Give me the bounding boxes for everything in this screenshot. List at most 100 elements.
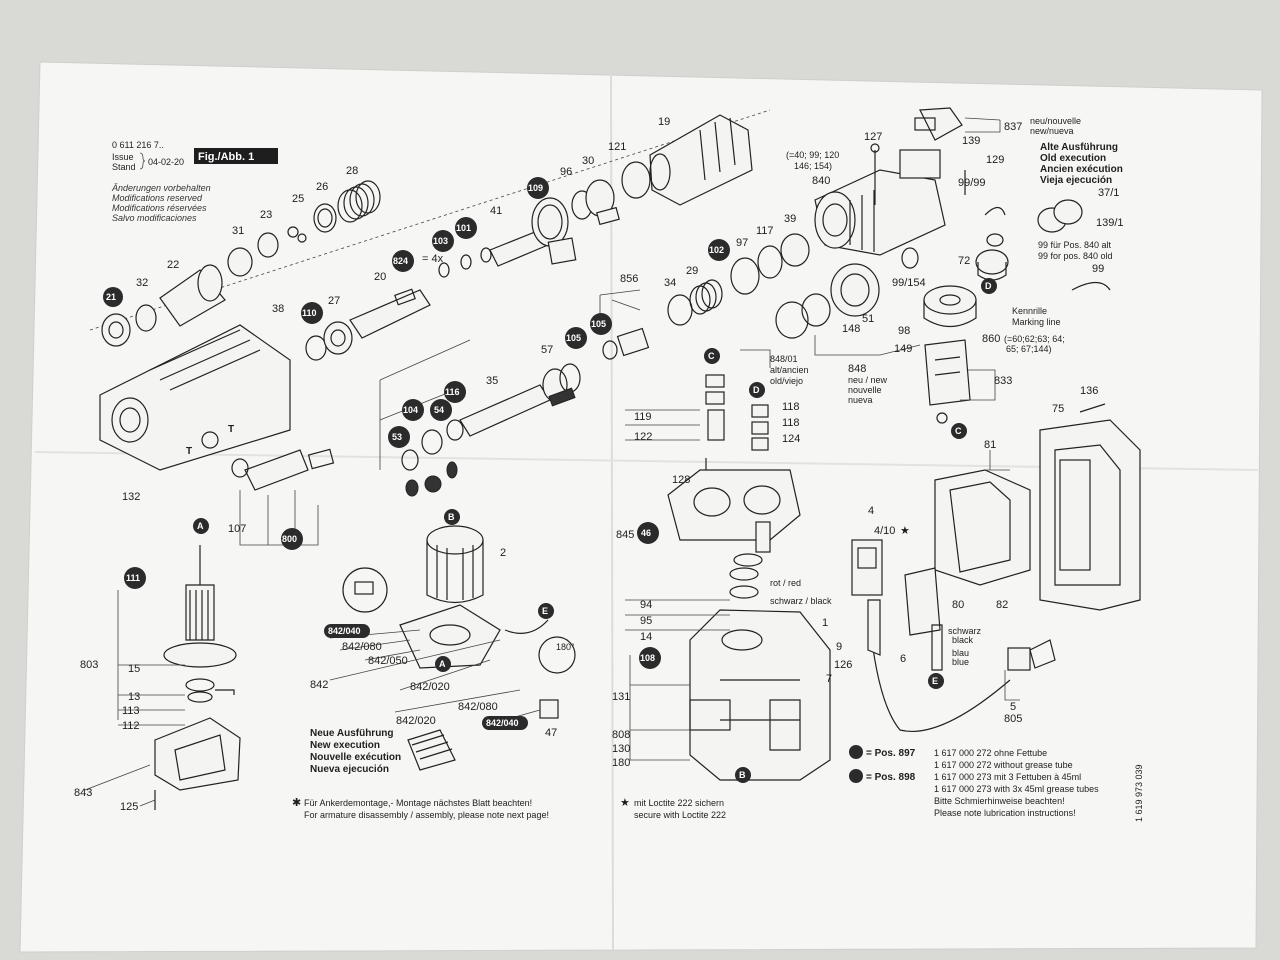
label-13: 13 [128, 691, 140, 703]
label-80: 80 [952, 599, 964, 611]
svg-text:53: 53 [392, 432, 402, 442]
svg-text:108: 108 [640, 653, 655, 663]
label-95: 95 [640, 615, 652, 627]
label-122: 122 [634, 431, 652, 443]
grease-line-1: 1 617 000 272 ohne Fettube [934, 748, 1047, 758]
label-1: 1 [822, 617, 828, 629]
svg-text:C: C [708, 351, 715, 361]
label-117: 117 [756, 225, 774, 237]
label-94: 94 [640, 599, 652, 611]
label-neu-new: neu / new [848, 375, 888, 385]
label-28: 28 [346, 165, 358, 177]
label-860: 860 [982, 333, 1000, 345]
label-blue: blue [952, 657, 969, 667]
label-149: 149 [894, 343, 912, 355]
label-23: 23 [260, 209, 272, 221]
callout-B-2: B [735, 767, 751, 783]
label-neu-nouvelle: neu/nouvelle [1030, 116, 1081, 126]
label-37-1: 37/1 [1098, 187, 1119, 199]
part-23-ring [257, 232, 279, 258]
gearbox-cover-845 [667, 469, 801, 553]
label-129: 129 [986, 154, 1004, 166]
label-98: 98 [898, 325, 910, 337]
label-4-10: 4/10 [874, 525, 895, 537]
label-803: 803 [80, 659, 98, 671]
label-nueva-ejec: Nueva ejecución [310, 764, 389, 775]
label-126: 126 [834, 659, 852, 671]
label-843: 843 [74, 787, 92, 799]
label-139-1: 139/1 [1096, 217, 1124, 229]
badge-109: 109 [527, 177, 549, 199]
label-132: 132 [122, 491, 140, 503]
label-842-020b: 842/020 [396, 715, 436, 727]
label-6: 6 [900, 653, 906, 665]
label-marking-line: Marking line [1012, 317, 1061, 327]
callout-E-2: E [928, 673, 944, 689]
label-alt-ancien: alt/ancien [770, 365, 809, 375]
label-26: 26 [316, 181, 328, 193]
label-39: 39 [784, 213, 796, 225]
label-9: 9 [836, 641, 842, 653]
label-180: 180 [612, 757, 630, 769]
label-nouvelle: nouvelle [848, 385, 882, 395]
label-kennrille: Kennrille [1012, 306, 1047, 316]
label-41: 41 [490, 205, 502, 217]
svg-text:116: 116 [445, 387, 460, 397]
label-113: 113 [122, 705, 140, 717]
label-805: 805 [1004, 713, 1022, 725]
fig-label-box [194, 148, 278, 164]
label-blau: blau [952, 648, 969, 658]
label-125: 125 [120, 801, 138, 813]
label-eq65: 65; 67;144) [1006, 344, 1052, 354]
grease-line-5: Bitte Schmierhinweise beachten! [934, 796, 1065, 806]
callout-D-1: D [749, 382, 765, 398]
note-loctite-de: mit Loctite 222 sichern [634, 798, 724, 808]
label-old-viejo: old/viejo [770, 376, 803, 386]
label-pos897: = Pos. 897 [866, 748, 916, 759]
gear-housing-840 [814, 107, 966, 256]
label-30: 30 [582, 155, 594, 167]
fig-label: Fig./Abb. 1 [198, 151, 254, 163]
label-schwarz-black: schwarz / black [770, 596, 832, 606]
label-99-154: 99/154 [892, 277, 926, 289]
label-14: 14 [640, 631, 652, 643]
badge-101: 101 [455, 217, 477, 239]
label-148: 148 [842, 323, 860, 335]
issue-brace [139, 152, 146, 170]
power-cable-6 [867, 599, 1056, 732]
badge-111: 111 [124, 567, 146, 589]
badge-842-040b: 842/040 [482, 716, 528, 730]
label-eq146: 146; 154) [794, 161, 832, 171]
svg-text:E: E [542, 606, 548, 616]
label-99-right: 99 [1092, 263, 1104, 275]
label-842-080b: 842/080 [458, 701, 498, 713]
svg-text:D: D [753, 385, 760, 395]
svg-text:T: T [186, 446, 192, 457]
callout-C-2: C [951, 423, 967, 439]
part-26-ring [313, 203, 337, 233]
callout-C-1: C [704, 348, 720, 364]
label-97: 97 [736, 237, 748, 249]
badge-116: 116 [444, 381, 466, 403]
badge-105b: 105 [565, 327, 587, 349]
label-180deg: 180° [556, 642, 575, 652]
label-new-nueva: new/nueva [1030, 126, 1074, 136]
badge-54: 54 [430, 399, 452, 421]
label-vieja-ejec: Vieja ejecución [1040, 175, 1112, 186]
badge-824: 824 [392, 250, 414, 272]
label-51: 51 [862, 313, 874, 325]
label-pos898: = Pos. 898 [866, 772, 916, 783]
callout-D-2: D [981, 278, 997, 294]
svg-text:103: 103 [433, 236, 448, 246]
label-119: 119 [634, 411, 652, 423]
badge-800: 800 [281, 528, 303, 550]
label-pos840-old: 99 for pos. 840 old [1038, 251, 1113, 261]
label-20: 20 [374, 271, 386, 283]
svg-text:105: 105 [566, 333, 581, 343]
label-eq40: (=40; 99; 120 [786, 150, 839, 160]
svg-text:C: C [955, 426, 962, 436]
label-131: 131 [612, 691, 630, 703]
label-833: 833 [994, 375, 1012, 387]
label-128: 128 [672, 474, 690, 486]
